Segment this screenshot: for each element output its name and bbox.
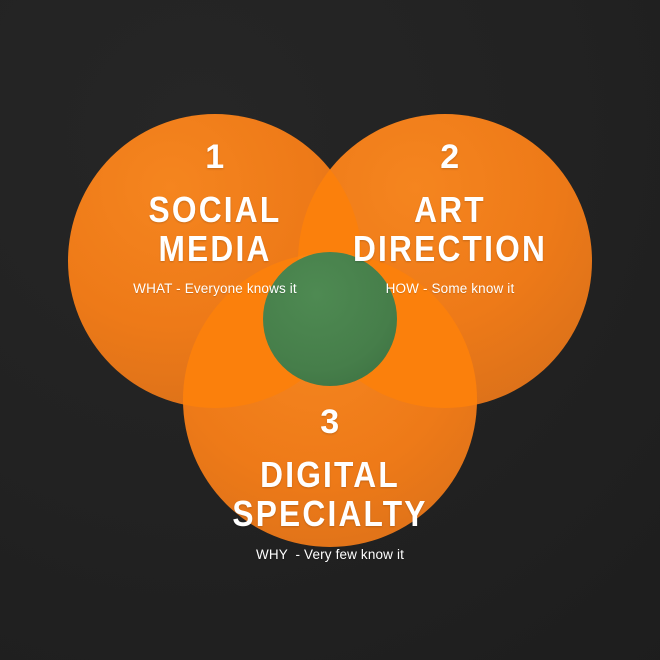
title-art-direction-line2: DIRECTION (352, 227, 548, 269)
title-digital-specialty-line1: DIGITAL (260, 454, 400, 495)
number-art-direction: 2 (440, 138, 460, 176)
subtitle-art-direction: HOW - Some know it (385, 280, 515, 296)
center-core-circle (263, 252, 397, 386)
subtitle-social-media: WHAT - Everyone knows it (133, 280, 297, 296)
label-group-social-media: 1 SOCIAL MEDIA WHAT - Everyone knows it (65, 140, 365, 297)
title-social-media-line1: SOCIAL (148, 189, 282, 230)
label-group-art-direction: 2 ART DIRECTION HOW - Some know it (300, 140, 600, 297)
title-digital-specialty-line2: SPECIALTY (232, 492, 428, 534)
title-social-media-line2: MEDIA (158, 227, 272, 269)
label-group-digital-specialty: 3 DIGITAL SPECIALTY WHY - Very few know … (180, 405, 480, 563)
number-digital-specialty: 3 (320, 403, 340, 441)
number-social-media: 1 (205, 138, 225, 176)
subtitle-digital-specialty: WHY - Very few know it (256, 546, 404, 562)
title-art-direction-line1: ART (414, 189, 486, 230)
